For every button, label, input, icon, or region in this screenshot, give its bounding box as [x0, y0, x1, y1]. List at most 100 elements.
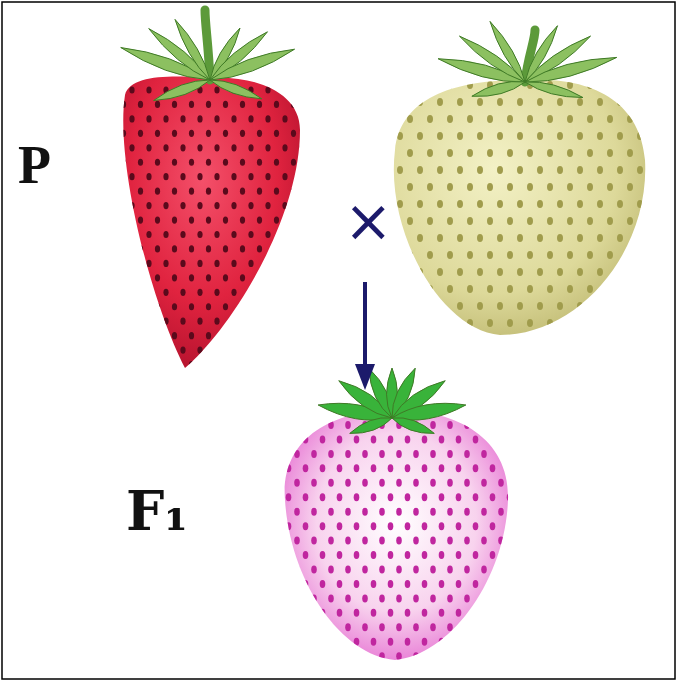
seed	[557, 268, 563, 276]
seed	[388, 464, 394, 472]
seed	[248, 260, 253, 267]
seed	[282, 86, 287, 93]
seed	[422, 435, 428, 443]
seed	[477, 200, 483, 208]
seed	[328, 537, 334, 545]
seed	[197, 289, 202, 296]
seed	[387, 149, 393, 157]
cross-symbol: ×	[344, 192, 393, 250]
seed	[138, 274, 143, 281]
seed	[498, 652, 504, 660]
seed	[345, 566, 351, 574]
seed	[388, 435, 394, 443]
seed	[439, 522, 445, 530]
seed	[430, 421, 436, 429]
seed	[507, 522, 513, 530]
seed	[197, 202, 202, 209]
seed	[121, 101, 126, 108]
seed	[587, 251, 593, 259]
seed	[320, 638, 326, 646]
seed	[138, 188, 143, 195]
pink-sepals	[318, 368, 466, 433]
arrow-shaft	[363, 282, 367, 368]
seed	[396, 566, 402, 574]
seed	[490, 435, 496, 443]
seed	[413, 537, 419, 545]
seed	[587, 217, 593, 225]
seed	[407, 251, 413, 259]
generation-label: P	[18, 138, 51, 192]
seed	[417, 98, 423, 106]
seed	[388, 638, 394, 646]
seed	[206, 130, 211, 137]
seed	[637, 166, 643, 174]
seed	[189, 188, 194, 195]
seed	[587, 115, 593, 123]
seed	[277, 479, 283, 487]
seed	[396, 594, 402, 602]
seed	[547, 217, 553, 225]
seed	[587, 81, 593, 89]
seed	[294, 537, 300, 545]
seed	[597, 302, 603, 310]
seed	[163, 202, 168, 209]
seed	[274, 303, 279, 310]
seed	[427, 81, 433, 89]
seed	[277, 421, 283, 429]
seed	[206, 332, 211, 339]
seed	[379, 508, 385, 516]
seed	[447, 251, 453, 259]
seed	[223, 303, 228, 310]
seed	[387, 81, 393, 89]
seed	[490, 609, 496, 617]
seed	[498, 450, 504, 458]
seed	[422, 493, 428, 501]
seed	[257, 245, 262, 252]
seed	[577, 200, 583, 208]
seed	[587, 319, 593, 327]
seed	[121, 361, 126, 368]
seed	[467, 81, 473, 89]
seed	[557, 200, 563, 208]
seed	[180, 231, 185, 238]
seed	[214, 144, 219, 151]
seed	[396, 479, 402, 487]
seed	[155, 332, 160, 339]
seed	[146, 347, 151, 354]
seed	[274, 188, 279, 195]
seed	[180, 260, 185, 267]
seed	[231, 318, 236, 325]
seed	[277, 594, 283, 602]
seed	[437, 132, 443, 140]
white-body	[394, 79, 645, 335]
seed	[437, 268, 443, 276]
seed	[299, 202, 304, 209]
seed	[467, 149, 473, 157]
seed	[155, 188, 160, 195]
seed	[607, 149, 613, 157]
seed	[206, 101, 211, 108]
seed	[498, 421, 504, 429]
seed	[362, 537, 368, 545]
seed	[155, 130, 160, 137]
seed	[371, 580, 377, 588]
seed	[557, 302, 563, 310]
seed	[457, 234, 463, 242]
seed	[437, 302, 443, 310]
seed	[345, 623, 351, 631]
seed	[637, 336, 643, 344]
seed	[405, 609, 411, 617]
seed	[417, 200, 423, 208]
seed	[231, 202, 236, 209]
seed	[587, 149, 593, 157]
seed	[537, 200, 543, 208]
seed	[507, 149, 513, 157]
seed	[527, 149, 533, 157]
seed	[477, 234, 483, 242]
seed	[337, 522, 343, 530]
seed	[362, 652, 368, 660]
seed	[487, 251, 493, 259]
seed	[291, 245, 296, 252]
seed	[277, 450, 283, 458]
seed	[248, 173, 253, 180]
